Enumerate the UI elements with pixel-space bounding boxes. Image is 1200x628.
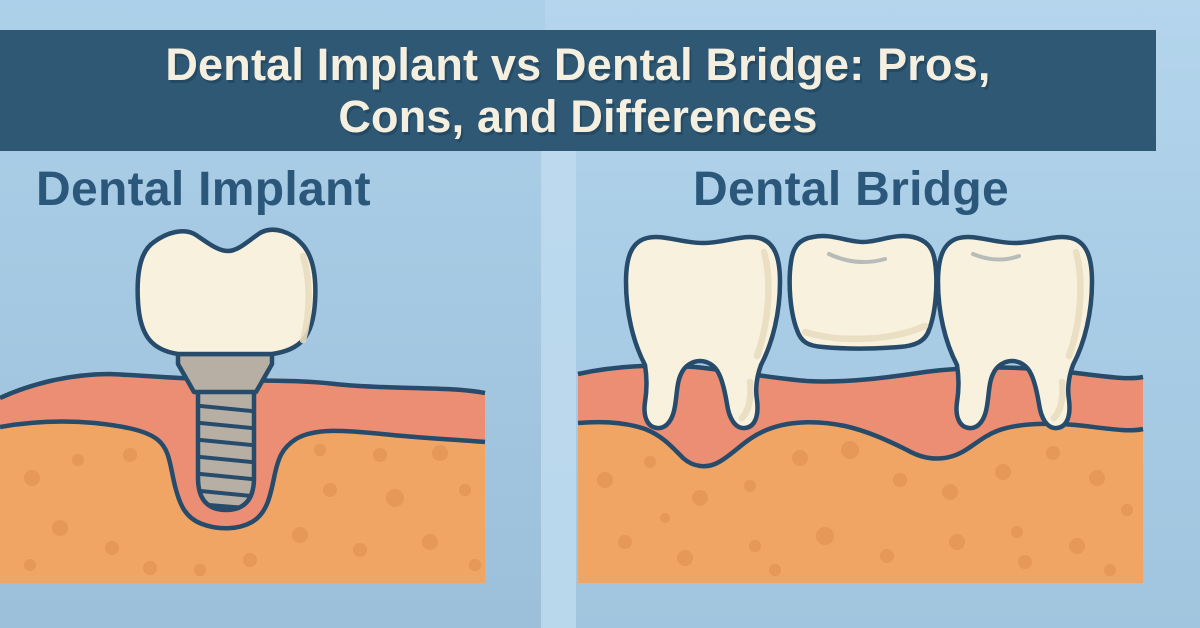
left-panel-heading: Dental Implant (36, 163, 371, 216)
dental-implant-illustration (0, 227, 486, 583)
banner-title-line1: Dental Implant vs Dental Bridge: Pros, (165, 38, 991, 90)
title-banner: Dental Implant vs Dental Bridge: Pros, C… (0, 30, 1156, 151)
dental-bridge-illustration (577, 150, 1144, 583)
bone-outline-right (577, 419, 1144, 469)
implant-abutment (175, 351, 275, 395)
anchor-tooth-left (623, 234, 783, 431)
bone-cross-section-right (578, 422, 1143, 583)
pontic-tooth (787, 233, 939, 351)
right-panel-heading: Dental Bridge (693, 163, 1009, 216)
implant-crown (135, 227, 318, 357)
bone-speckles-left (24, 444, 481, 576)
anchor-tooth-shading (753, 248, 772, 360)
panel-divider (541, 151, 576, 628)
implant-crown-shading (299, 252, 312, 344)
banner-title-line2: Cons, and Differences (338, 90, 818, 142)
anchor-root-shading (738, 378, 754, 422)
bone-cross-section-left (0, 421, 485, 583)
pontic-shading (801, 322, 929, 343)
pontic-highlight (827, 252, 887, 265)
banner-title: Dental Implant vs Dental Bridge: Pros, C… (63, 39, 1093, 143)
bone-outline-left (0, 419, 486, 531)
anchor-tooth-right-highlight (971, 252, 1021, 262)
bone-speckles-right (597, 441, 1133, 576)
